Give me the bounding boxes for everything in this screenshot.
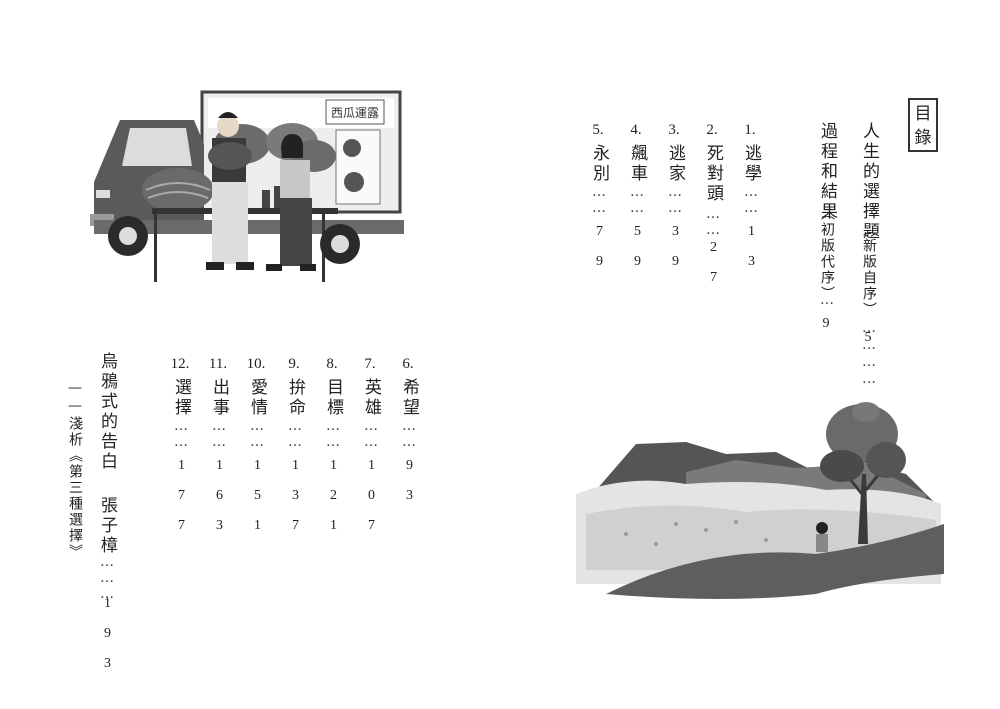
chapter-4-page: 5 9 — [630, 224, 645, 269]
chapter-3-number: 3. — [668, 122, 680, 138]
chapter-1-number: 1. — [744, 122, 756, 138]
chapter-7-leader: …… — [363, 418, 379, 450]
preface-1-note: （新版自序） — [861, 222, 877, 318]
chapter-9-page: 1 3 7 — [288, 458, 303, 533]
chapter-6-page: 9 3 — [402, 458, 417, 503]
preface-1-leader: ………… — [861, 320, 877, 388]
chapter-6-leader: …… — [401, 418, 417, 450]
chapter-6-title: 希望 — [399, 378, 419, 418]
chapter-1-title: 逃學 — [741, 144, 761, 184]
preface-2-leader: … — [819, 292, 835, 309]
chapter-2-number: 2. — [706, 122, 718, 138]
preface-2-page: 9 — [822, 316, 830, 331]
chapter-12-title: 選擇 — [171, 378, 191, 418]
chapter-11-number: 11. — [208, 356, 228, 372]
chapter-5-title: 永別 — [589, 144, 609, 184]
preface-2-title: 過程和結果 — [817, 122, 837, 222]
chapter-5-leader: …… — [591, 184, 607, 216]
chapter-12-page: 1 7 7 — [174, 458, 189, 533]
chapter-6-number: 6. — [402, 356, 414, 372]
preface-1-page: 5 — [864, 330, 872, 345]
watermelon-truck-illustration: 西瓜運露 — [90, 90, 404, 282]
chapter-5-page: 7 9 — [592, 224, 607, 269]
afterword-title: 烏鴉式的告白 — [97, 352, 117, 472]
chapter-10-page: 1 5 1 — [250, 458, 265, 533]
afterword-leader: ……… — [99, 554, 115, 602]
afterword-subtitle: ——淺析《第三種選擇》 — [67, 380, 83, 560]
chapter-11-title: 出事 — [209, 378, 229, 418]
afterword-page: 1 9 3 — [100, 596, 115, 671]
chapter-2-title: 死對頭 — [703, 144, 723, 204]
chapter-3-page: 3 9 — [668, 224, 683, 269]
chapter-4-title: 飆車 — [627, 144, 647, 184]
preface-1-title: 人生的選擇題 — [859, 122, 879, 242]
chapter-11-leader: …… — [211, 418, 227, 450]
chapter-1-leader: …… — [743, 184, 759, 216]
chapter-9-number: 9. — [288, 356, 300, 372]
chapter-3-leader: …… — [667, 184, 683, 216]
chapter-7-page: 1 0 7 — [364, 458, 379, 533]
chapter-3-title: 逃家 — [665, 144, 685, 184]
toc-heading-char-1: 目 — [914, 104, 932, 124]
chapter-9-leader: …… — [287, 418, 303, 450]
chapter-2-page: 2 7 — [706, 240, 721, 285]
toc-heading: 目 錄 — [908, 98, 938, 152]
truck-sign-text: 西瓜運露 — [331, 106, 379, 120]
chapter-8-number: 8. — [326, 356, 338, 372]
chapter-10-leader: …… — [249, 418, 265, 450]
chapter-4-leader: …… — [629, 184, 645, 216]
chapter-1-page: 1 3 — [744, 224, 759, 269]
chapter-12-number: 12. — [170, 356, 190, 372]
chapter-12-leader: …… — [173, 418, 189, 450]
chapter-8-page: 1 2 1 — [326, 458, 341, 533]
chapter-10-number: 10. — [246, 356, 266, 372]
chapter-4-number: 4. — [630, 122, 642, 138]
chapter-11-page: 1 6 3 — [212, 458, 227, 533]
chapter-8-leader: …… — [325, 418, 341, 450]
chapter-7-title: 英雄 — [361, 378, 381, 418]
chapter-8-title: 目標 — [323, 378, 343, 418]
chapter-7-number: 7. — [364, 356, 376, 372]
preface-2-note: （初版代序） — [819, 206, 835, 302]
chapter-2-leader: …… — [705, 206, 721, 238]
landscape-tree-illustration — [576, 402, 944, 599]
afterword-author: 張子樟 — [97, 496, 117, 556]
chapter-5-number: 5. — [592, 122, 604, 138]
toc-heading-char-2: 錄 — [914, 128, 932, 148]
chapter-9-title: 拚命 — [285, 378, 305, 418]
chapter-10-title: 愛情 — [247, 378, 267, 418]
